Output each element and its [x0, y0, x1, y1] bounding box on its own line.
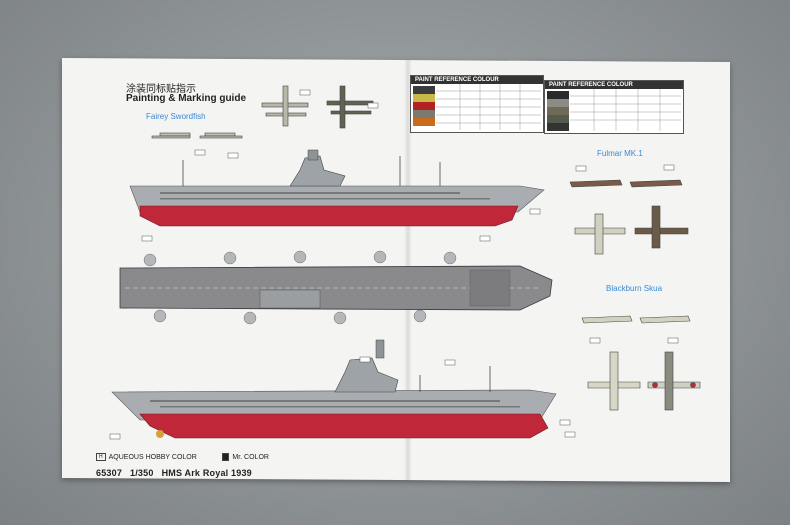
label-swordfish: Fairey Swordfish	[146, 112, 206, 121]
swatch-1	[413, 86, 435, 94]
footer-name: HMS Ark Royal 1939	[161, 468, 252, 478]
swatch-5	[413, 118, 435, 126]
legend-mrcolor: Mr. COLOR	[222, 453, 269, 461]
swatch-10	[547, 123, 569, 131]
paint-table-right-title: PAINT REFERENCE COLOUR	[545, 81, 683, 89]
paint-grid-right	[545, 89, 683, 133]
label-fulmar: Fulmar MK.1	[597, 149, 643, 158]
ship-side-profile-bottom	[111, 339, 557, 439]
swatch-4	[413, 110, 435, 118]
legend-aqueous-tag: H	[96, 453, 106, 461]
footer-scale: 1/350	[130, 468, 154, 478]
paint-grid-left	[411, 84, 543, 132]
swordfish-drawings	[151, 85, 374, 139]
paint-table-left-title: PAINT REFERENCE COLOUR	[411, 76, 543, 84]
legend-mrcolor-text: Mr. COLOR	[232, 453, 269, 461]
swatch-2	[413, 94, 435, 102]
title-chinese: 涂装同标贴指示	[126, 84, 196, 95]
paint-table-right: PAINT REFERENCE COLOUR	[544, 80, 684, 134]
swatch-3	[413, 102, 435, 110]
title-english: Painting & Marking guide	[126, 93, 247, 104]
swatch-8	[547, 107, 569, 115]
label-skua: Blackburn Skua	[606, 284, 663, 293]
footer: 65307 1/350 HMS Ark Royal 1939	[96, 468, 260, 478]
legend-aqueous-text: AQUEOUS HOBBY COLOR	[108, 453, 197, 461]
swatch-7	[547, 99, 569, 107]
ship-deck-plan	[119, 250, 553, 325]
swatch-9	[547, 115, 569, 123]
paint-table-left: PAINT REFERENCE COLOUR	[410, 75, 544, 133]
swatch-6	[547, 91, 569, 99]
callout-tags	[109, 89, 679, 440]
fulmar-drawings	[569, 179, 689, 255]
legend-mrcolor-tag	[222, 453, 230, 461]
footer-code: 65307	[96, 468, 123, 478]
ship-side-profile-top	[129, 149, 545, 227]
skua-drawings	[581, 315, 701, 411]
